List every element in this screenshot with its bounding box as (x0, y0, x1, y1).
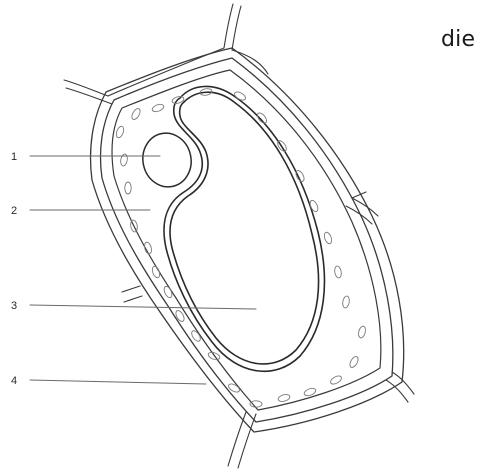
neighbor-cell-walls (64, 4, 414, 468)
leader-line-3 (30, 305, 256, 309)
label-1: 1 (11, 151, 17, 163)
leader-line-4 (30, 380, 206, 384)
caption-text: die (441, 27, 475, 52)
label-2: 2 (11, 205, 17, 217)
nucleus (138, 129, 196, 192)
vacuole (164, 86, 324, 371)
cell-membrane (112, 70, 381, 410)
leader-lines (30, 156, 256, 384)
label-3: 3 (11, 300, 17, 312)
label-4: 4 (11, 375, 17, 387)
